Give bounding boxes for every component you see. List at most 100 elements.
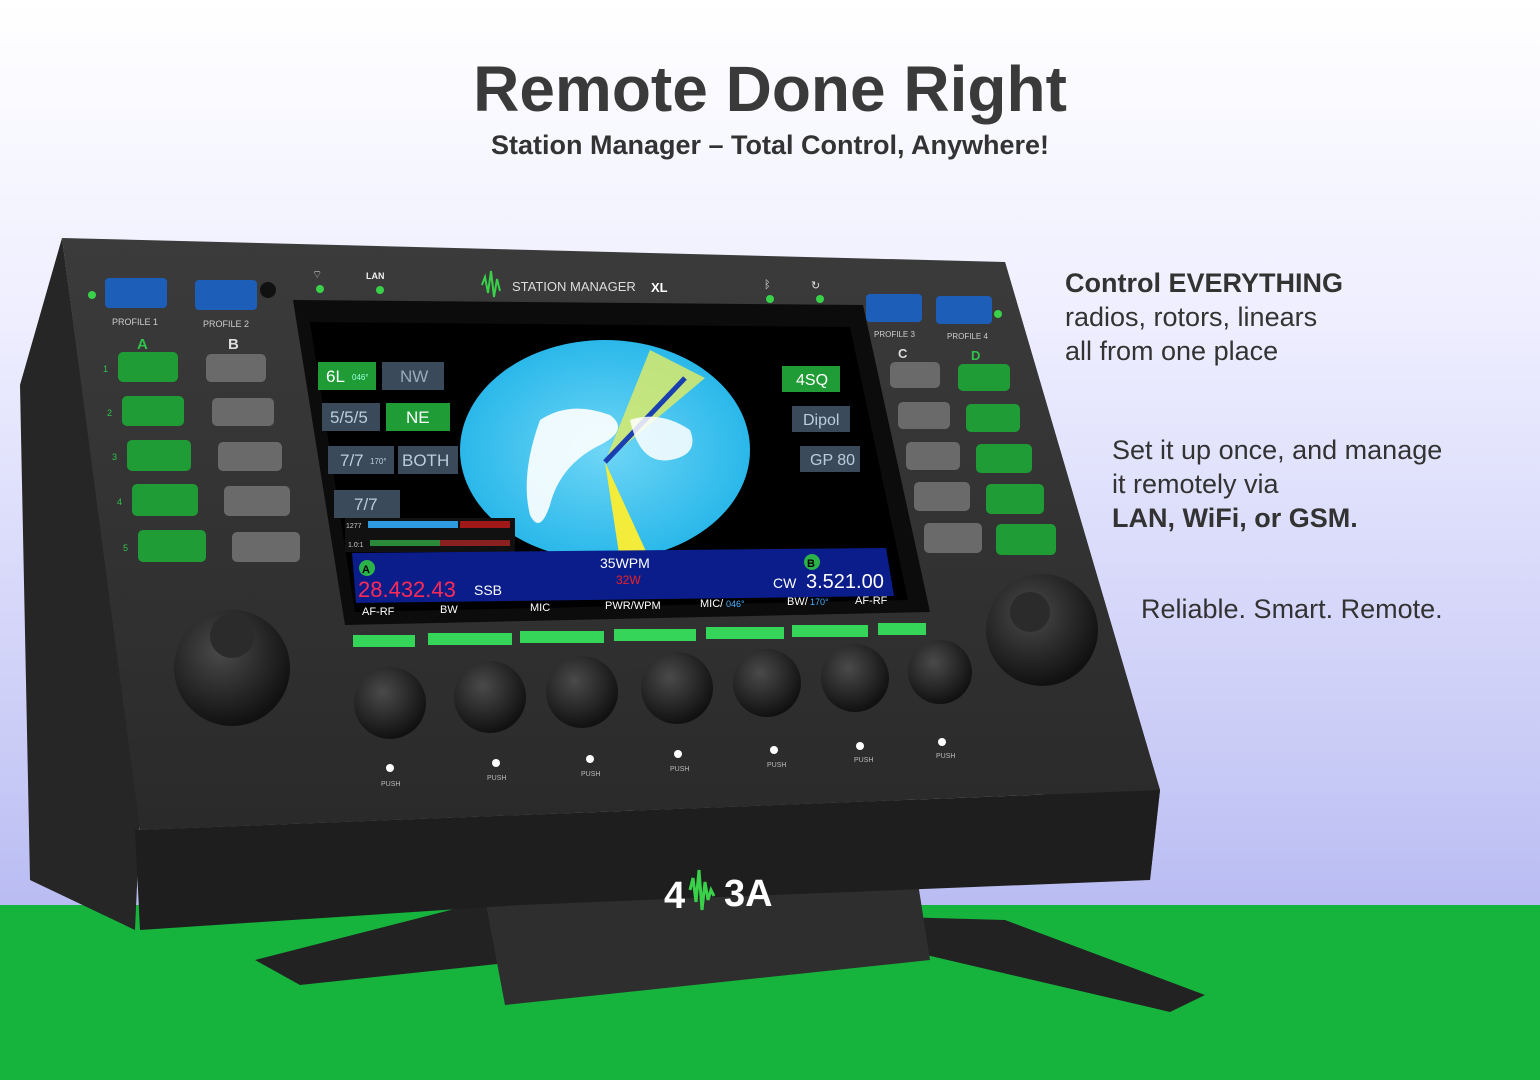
soft-key-3[interactable] (520, 631, 604, 643)
encoder-knob-4[interactable] (641, 652, 713, 724)
swr-power-meters: 1277 1.0:1 (345, 518, 515, 552)
encoder-knob-6[interactable] (821, 644, 889, 712)
vfo-a-badge-label: A (362, 564, 370, 576)
column-c-label: C (898, 346, 908, 361)
fn-label-mic2: MIC/ (700, 598, 724, 610)
profile-1-button[interactable] (105, 278, 167, 308)
screen-btn-555[interactable] (322, 403, 380, 431)
screen-btn-555-label: 5/5/5 (330, 408, 368, 427)
bluetooth-led (766, 295, 774, 303)
feature-control: Control EVERYTHING radios, rotors, linea… (1065, 266, 1343, 368)
screen-btn-ne[interactable] (386, 403, 450, 431)
feature-remote-line1: Set it up once, and manage (1112, 435, 1443, 465)
beam-sector-south (605, 462, 650, 560)
button-d4[interactable] (986, 484, 1044, 514)
button-c2[interactable] (898, 402, 950, 429)
lan-led (376, 286, 384, 294)
meter-bar-power-red (460, 521, 510, 528)
row-3-label: 3 (112, 452, 117, 462)
screen-btn-6l-label: 6L (326, 367, 345, 386)
button-c4[interactable] (914, 482, 970, 511)
button-a5[interactable] (138, 530, 206, 562)
button-b3[interactable] (218, 442, 282, 471)
row-2-label: 2 (107, 408, 112, 418)
encoder-knob-3[interactable] (546, 656, 618, 728)
wifi-icon: ⌔ (312, 269, 322, 281)
push-label-7: PUSH (936, 753, 955, 760)
profile-1-label: PROFILE 1 (112, 317, 158, 327)
screen-btn-77-170[interactable] (328, 446, 394, 474)
screen-btn-dipol-label: Dipol (803, 412, 839, 429)
button-b2[interactable] (212, 398, 274, 426)
screen-btn-dipol[interactable] (792, 406, 850, 432)
vfo-a-badge (359, 560, 375, 576)
push-label-4: PUSH (670, 766, 689, 773)
brand-logo-right: 3A (724, 873, 773, 915)
meter-label-swr: 1.0:1 (348, 542, 364, 549)
encoder-knob-2[interactable] (454, 661, 526, 733)
encoder-knob-5[interactable] (733, 649, 801, 717)
profile-1-led (88, 291, 96, 299)
meter-bar-power (368, 521, 458, 528)
screen-btn-77-label: 7/7 (354, 495, 378, 514)
push-icon-3 (586, 755, 594, 763)
fn-label-af-rf-left: AF-RF (362, 606, 395, 618)
button-c1[interactable] (890, 362, 940, 388)
button-b1[interactable] (206, 354, 266, 382)
main-tuning-knob-left[interactable] (174, 610, 290, 726)
meter-bar-swr (370, 540, 440, 546)
column-b-label: B (228, 336, 239, 353)
soft-key-1[interactable] (353, 635, 415, 647)
fn-label-mic: MIC (530, 602, 550, 614)
screen-btn-4sq[interactable] (782, 366, 840, 392)
button-d3[interactable] (976, 444, 1032, 473)
screen-btn-both[interactable] (398, 446, 458, 474)
encoder-knobs (354, 640, 972, 739)
button-c5[interactable] (924, 523, 982, 553)
screen-btn-gp80[interactable] (800, 446, 860, 472)
button-a4[interactable] (132, 484, 198, 516)
screen-btn-gp80-label: GP 80 (810, 452, 855, 469)
screen-btn-77-170-sub: 170° (370, 457, 387, 466)
soft-key-strips (353, 623, 926, 647)
feature-remote: Set it up once, and manage it remotely v… (1112, 433, 1442, 535)
screen-btn-6l[interactable] (318, 362, 376, 390)
row-5-label: 5 (123, 543, 128, 553)
button-c3[interactable] (906, 442, 960, 470)
feature-control-line2: all from one place (1065, 336, 1279, 366)
push-icon-7 (938, 738, 946, 746)
push-labels: PUSH PUSH PUSH PUSH PUSH PUSH PUSH (381, 738, 955, 788)
page-subtitle: Station Manager – Total Control, Anywher… (490, 130, 1050, 160)
map-continent-shape-2 (630, 416, 693, 461)
button-a1[interactable] (118, 352, 178, 382)
device-bottom-edge (135, 790, 1160, 930)
vfo-b-badge-label: B (807, 558, 815, 570)
soft-key-4[interactable] (614, 629, 696, 641)
button-b5[interactable] (232, 532, 300, 562)
button-d1[interactable] (958, 364, 1010, 391)
profile-2-button[interactable] (195, 280, 257, 310)
meter-bar-swr-red (440, 540, 510, 546)
soft-key-7[interactable] (878, 623, 926, 635)
soft-key-6[interactable] (792, 625, 868, 637)
button-a3[interactable] (127, 440, 191, 471)
soft-key-5[interactable] (706, 627, 784, 639)
left-button-grid: 1 2 3 4 5 (103, 352, 300, 562)
screen-btn-nw[interactable] (382, 362, 444, 390)
encoder-knob-1[interactable] (354, 667, 426, 739)
profile-3-label: PROFILE 3 (874, 330, 915, 339)
profile-4-button[interactable] (936, 296, 992, 324)
profile-2-label: PROFILE 2 (203, 319, 249, 329)
vfo-a-frequency: 28.432.43 (358, 577, 456, 602)
profile-3-button[interactable] (866, 294, 922, 322)
encoder-knob-7[interactable] (908, 640, 972, 704)
main-tuning-knob-right[interactable] (986, 574, 1098, 686)
soft-key-2[interactable] (428, 633, 512, 645)
screen-btn-77[interactable] (334, 490, 400, 518)
profile-4-led (994, 310, 1002, 318)
button-d2[interactable] (966, 404, 1020, 432)
button-d5[interactable] (996, 524, 1056, 555)
button-a2[interactable] (122, 396, 184, 426)
cw-speed-readout: 35WPM (600, 555, 650, 571)
button-b4[interactable] (224, 486, 290, 516)
